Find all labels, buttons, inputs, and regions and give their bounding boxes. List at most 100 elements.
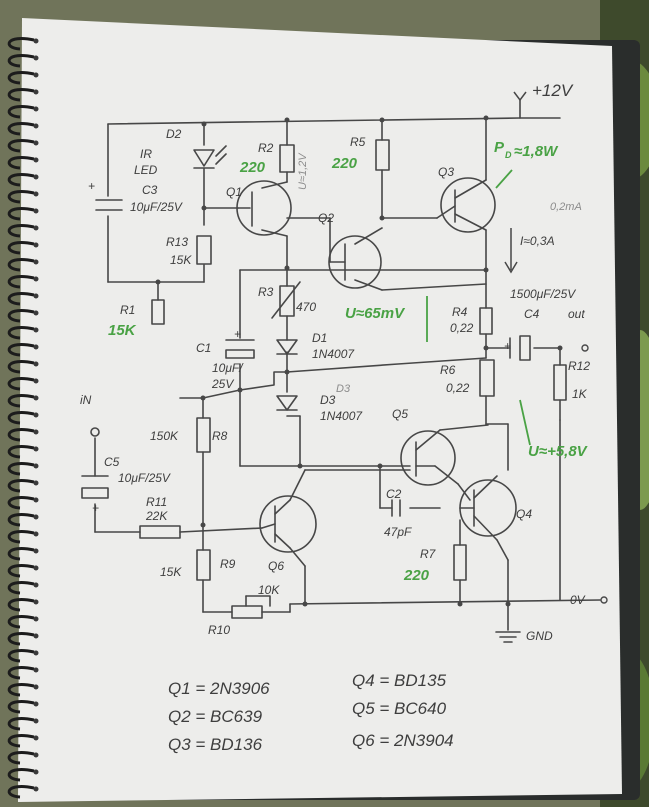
r13-value: 15K — [170, 253, 192, 267]
faint-note: 0,2mA — [550, 201, 582, 213]
bom-row-3-right: Q6 = 2N3904 — [352, 731, 454, 750]
r3-label: R3 — [258, 285, 274, 299]
d1-label: D1 — [312, 331, 327, 345]
spiral-hole — [33, 599, 39, 605]
spiral-ring — [7, 428, 35, 442]
spiral-ring — [7, 649, 35, 663]
spiral-hole — [33, 769, 39, 775]
d1-value: 1N4007 — [312, 347, 355, 361]
r5-label: R5 — [350, 135, 366, 149]
r8-label: R8 — [212, 429, 228, 443]
spiral-hole — [33, 123, 39, 129]
spiral-ring — [7, 717, 35, 731]
spiral-ring — [7, 292, 35, 306]
u65-note: U≈65mV — [345, 305, 406, 322]
spiral-ring — [7, 700, 35, 714]
spiral-hole — [33, 497, 39, 503]
spiral-ring — [7, 394, 35, 408]
led-label: LED — [134, 163, 158, 177]
bom-row-2-right: Q5 = BC640 — [352, 699, 447, 718]
c3-label: C3 — [142, 183, 158, 197]
c2-label: C2 — [386, 487, 402, 501]
spiral-hole — [33, 208, 39, 214]
spiral-ring — [7, 751, 35, 765]
q5-label: Q5 — [392, 407, 408, 421]
r1-label: R1 — [120, 303, 135, 317]
spiral-ring — [7, 207, 35, 221]
spiral-hole — [33, 395, 39, 401]
ir-label: IR — [140, 147, 152, 161]
spiral-ring — [7, 88, 35, 102]
spiral-hole — [33, 310, 39, 316]
spiral-hole — [33, 701, 39, 707]
pd-subscript: D — [505, 150, 512, 160]
spiral-ring — [7, 156, 35, 170]
spiral-hole — [33, 480, 39, 486]
spiral-ring — [7, 360, 35, 374]
c4-value: 1500μF/25V — [510, 287, 576, 301]
spiral-hole — [33, 446, 39, 452]
d2-label: D2 — [166, 127, 182, 141]
q2-label: Q2 — [318, 211, 334, 225]
spiral-hole — [33, 174, 39, 180]
diode-symbols — [193, 145, 298, 411]
spiral-ring — [7, 71, 35, 85]
spiral-ring — [7, 275, 35, 289]
spiral-ring — [7, 326, 35, 340]
gnd-label: GND — [526, 629, 553, 643]
r10-value: 10K — [258, 583, 280, 597]
measurement-arrows — [426, 169, 531, 446]
bom-row-3-left: Q3 = BD136 — [168, 735, 263, 754]
spiral-hole — [33, 531, 39, 537]
r9-label: R9 — [220, 557, 236, 571]
spiral-hole — [33, 684, 39, 690]
spiral-hole — [33, 293, 39, 299]
spiral-hole — [33, 786, 39, 792]
spiral-hole — [33, 242, 39, 248]
spiral-ring — [7, 173, 35, 187]
c3-plus: + — [88, 179, 95, 193]
spiral-ring — [7, 513, 35, 527]
spiral-ring — [7, 547, 35, 561]
spiral-ring — [7, 105, 35, 119]
spiral-hole — [33, 565, 39, 571]
spiral-hole — [33, 650, 39, 656]
spiral-hole — [33, 412, 39, 418]
spiral-ring — [7, 411, 35, 425]
c5-plus: + — [92, 501, 99, 515]
vzero-label: 0V — [570, 593, 586, 607]
d3-faint-label: D3 — [336, 383, 351, 395]
circuit-wires — [94, 99, 601, 643]
parts-list: Q1 = 2N3906 Q4 = BD135 Q2 = BC639 Q5 = B… — [168, 671, 454, 754]
r11-value: 22K — [145, 509, 168, 523]
pd-value: ≈1,8W — [514, 143, 559, 160]
c2-value: 47pF — [384, 525, 412, 539]
c1-value-1: 10μF/ — [212, 361, 244, 375]
out-label: out — [568, 307, 585, 321]
spiral-ring — [7, 632, 35, 646]
r12-label: R12 — [568, 359, 590, 373]
c4-label: C4 — [524, 307, 540, 321]
pd-label: P — [494, 139, 505, 156]
r4-label: R4 — [452, 305, 468, 319]
spiral-ring — [7, 190, 35, 204]
spiral-hole — [33, 72, 39, 78]
r3-value: 470 — [296, 300, 316, 314]
spiral-ring — [7, 666, 35, 680]
spiral-hole — [33, 463, 39, 469]
spiral-hole — [33, 106, 39, 112]
spiral-ring — [7, 122, 35, 136]
r4-value: 0,22 — [450, 321, 474, 335]
r12-value: 1K — [572, 387, 588, 401]
spiral-hole — [33, 735, 39, 741]
spiral-hole — [33, 140, 39, 146]
spiral-ring — [7, 785, 35, 799]
spiral-hole — [33, 276, 39, 282]
r6-value: 0,22 — [446, 381, 470, 395]
spiral-hole — [33, 55, 39, 61]
q4-label: Q4 — [516, 507, 532, 521]
resistor-symbols — [139, 139, 567, 619]
spiral-ring — [7, 462, 35, 476]
bom-row-1-right: Q4 = BD135 — [352, 671, 447, 690]
vplus-label: +12V — [532, 81, 574, 100]
